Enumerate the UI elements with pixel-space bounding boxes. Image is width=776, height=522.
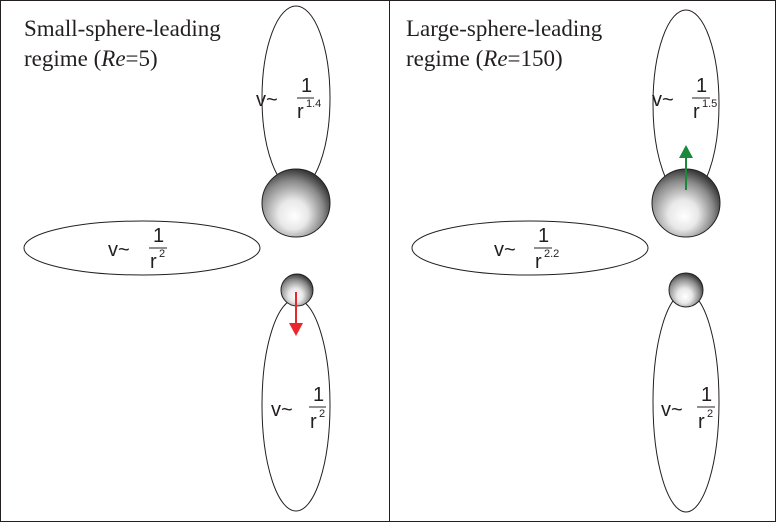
formula-numerator: 1: [538, 225, 549, 247]
panel-right-title-line2: regime (Re=150): [406, 44, 602, 74]
formula-v: v~: [256, 89, 278, 111]
formula-exponent: 2: [319, 408, 325, 420]
formula-base: r: [698, 411, 705, 433]
panel-left-title-line1: Small-sphere-leading: [24, 16, 221, 41]
formula-top-left: v~ 1 r 1.4: [256, 75, 321, 123]
title-re: Re: [101, 46, 126, 71]
formula-base: r: [535, 251, 542, 273]
lobe-side-right: [411, 220, 649, 276]
formula-exponent: 1.5: [702, 98, 717, 110]
panel-right-title-line1: Large-sphere-leading: [406, 16, 603, 41]
formula-numerator: 1: [313, 384, 324, 406]
formula-exponent: 1.4: [306, 98, 321, 110]
formula-exponent: 2.2: [544, 248, 559, 260]
formula-v: v~: [661, 399, 683, 421]
arrowhead-up-green: [679, 145, 693, 158]
formula-numerator: 1: [153, 225, 164, 247]
formula-side-left: v~ 1 r 2: [108, 225, 167, 273]
panel-left-title: Small-sphere-leading regime (Re=5): [24, 14, 221, 74]
lobe-side-left: [23, 220, 261, 276]
formula-v: v~: [271, 399, 293, 421]
formula-exponent: 2: [707, 408, 713, 420]
small-sphere-right: [668, 272, 704, 308]
formula-bottom-left: v~ 1 r 2: [271, 384, 326, 433]
title-suffix: =5): [125, 46, 158, 71]
formula-v: v~: [494, 239, 516, 261]
formula-numerator: 1: [696, 75, 707, 97]
formula-v: v~: [108, 239, 130, 261]
formula-base: r: [150, 251, 157, 273]
arrowhead-down-red: [289, 323, 303, 336]
formula-bottom-right: v~ 1 r 2: [661, 384, 715, 433]
formula-base: r: [310, 411, 317, 433]
formula-base: r: [693, 101, 700, 123]
panel-right-title: Large-sphere-leading regime (Re=150): [406, 14, 602, 74]
title-prefix: regime (: [406, 46, 484, 71]
formula-v: v~: [652, 89, 674, 111]
formula-exponent: 2: [159, 248, 165, 260]
title-re: Re: [483, 46, 508, 71]
formula-base: r: [297, 101, 304, 123]
title-prefix: regime (: [24, 46, 102, 71]
large-sphere-left: [261, 168, 331, 238]
panel-left-title-line2: regime (Re=5): [24, 44, 221, 74]
formula-side-right: v~ 1 r 2.2: [494, 225, 559, 273]
formula-numerator: 1: [701, 384, 712, 406]
formula-top-right: v~ 1 r 1.5: [652, 75, 717, 123]
title-suffix: =150): [507, 46, 563, 71]
formula-numerator: 1: [301, 75, 312, 97]
